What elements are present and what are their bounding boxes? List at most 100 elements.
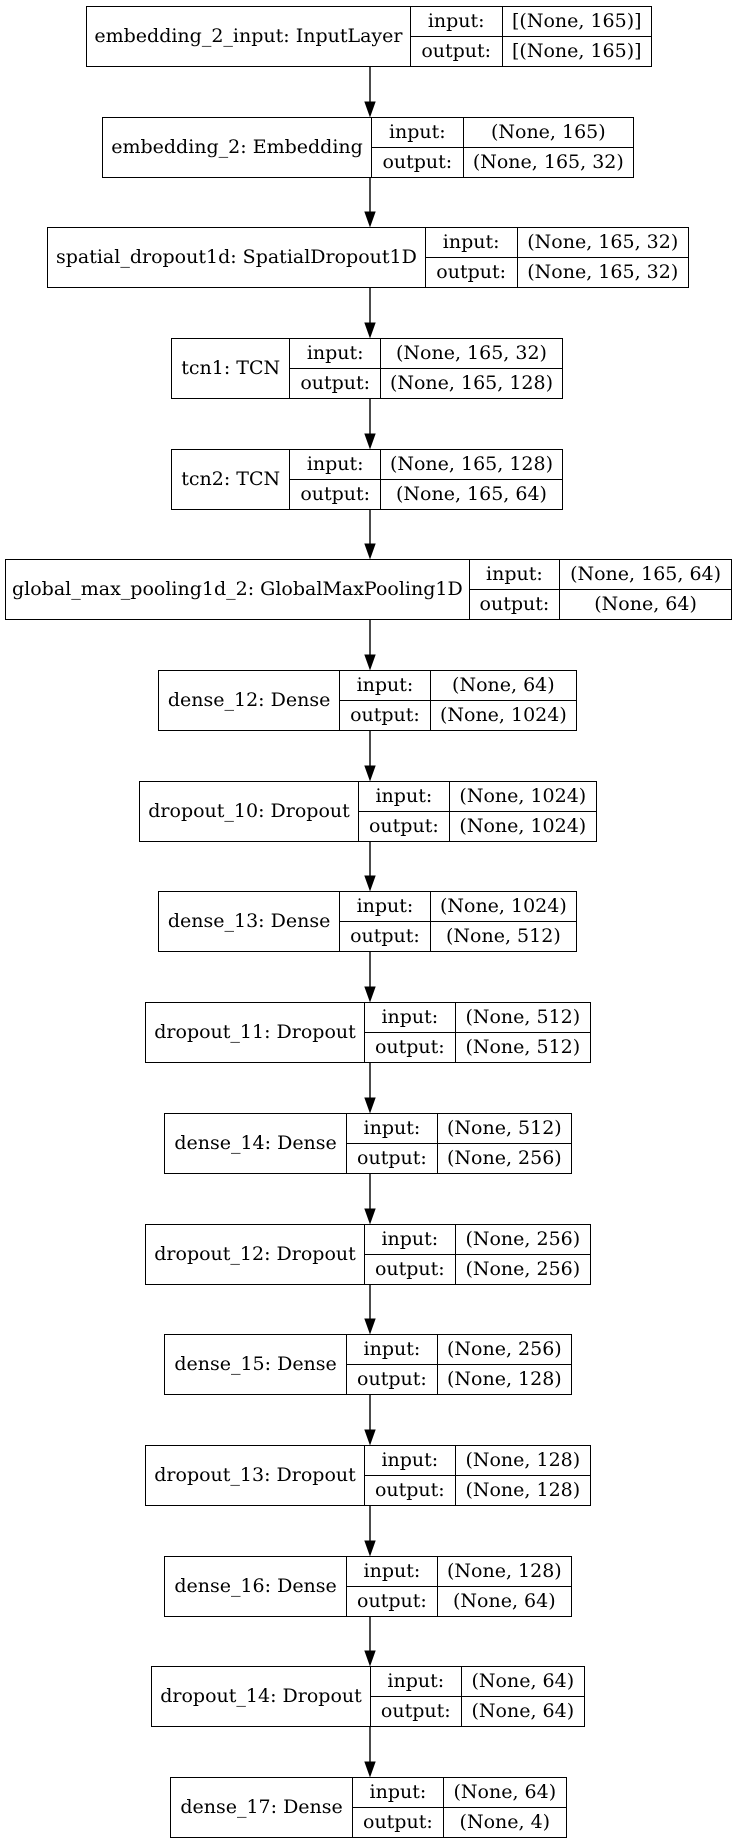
output-shape: (None, 128) (465, 1478, 581, 1501)
io-key-column: input:output: (410, 7, 503, 66)
layer-name: dropout_11: Dropout (146, 1003, 366, 1062)
input-shape: (None, 165, 32) (380, 339, 562, 369)
input-shape: (None, 64) (443, 1778, 566, 1808)
arrowhead-icon (364, 1208, 376, 1225)
arrowhead-icon (364, 433, 376, 450)
output-key: output: (350, 703, 420, 726)
io-value-column: (None, 1024)(None, 512) (430, 892, 577, 951)
layer-name: dense_14: Dense (165, 1114, 348, 1173)
io-value-column: [(None, 165)][(None, 165)] (502, 7, 651, 66)
io-key-column: input:output: (347, 1114, 438, 1173)
io-key-column: input:output: (365, 1003, 456, 1062)
input-shape: (None, 64) (430, 671, 577, 701)
input-key: input: (340, 892, 430, 922)
io-value-column: (None, 165, 64)(None, 64) (560, 560, 731, 619)
io-value-column: (None, 256)(None, 128) (437, 1335, 571, 1394)
input-key: input: (347, 1114, 437, 1144)
input-shape: (None, 128) (455, 1446, 590, 1476)
output-key: output: (380, 1699, 451, 1722)
output-shape: (None, 512) (465, 1035, 581, 1058)
arrowhead-icon (364, 875, 376, 892)
input-shape: (None, 64) (461, 1667, 585, 1697)
output-shape: [(None, 165)] (512, 39, 642, 62)
layer-name: global_max_pooling1d_2: GlobalMaxPooling… (6, 560, 470, 619)
input-shape: (None, 512) (455, 1003, 590, 1033)
input-key: input: (365, 1446, 455, 1476)
layer-name: embedding_2_input: InputLayer (87, 7, 411, 66)
arrowhead-icon (364, 1761, 376, 1778)
input-key: input: (365, 1225, 455, 1255)
output-key: output: (300, 482, 371, 505)
arrowhead-icon (364, 986, 376, 1003)
io-value-column: (None, 165)(None, 165, 32) (463, 118, 633, 177)
io-value-column: (None, 165, 32)(None, 165, 32) (517, 228, 688, 287)
layer-name: dropout_14: Dropout (152, 1667, 372, 1726)
output-key: output: (350, 924, 420, 947)
layer-name: dropout_13: Dropout (146, 1446, 366, 1505)
output-key: output: (374, 1478, 445, 1501)
io-key-column: input:output: (353, 1778, 444, 1837)
input-key: input: (371, 1667, 461, 1697)
io-value-column: (None, 64)(None, 4) (443, 1778, 566, 1837)
io-key-column: input:output: (425, 228, 518, 287)
output-shape: (None, 4) (459, 1810, 551, 1833)
output-shape: (None, 64) (594, 592, 697, 615)
output-shape: (None, 64) (471, 1699, 575, 1722)
io-value-column: (None, 512)(None, 256) (437, 1114, 571, 1173)
input-shape: (None, 256) (455, 1225, 590, 1255)
output-shape: (None, 64) (453, 1589, 556, 1612)
input-shape: (None, 128) (437, 1557, 571, 1587)
layer-name: dense_13: Dense (159, 892, 341, 951)
arrowhead-icon (364, 654, 376, 671)
input-key: input: (425, 228, 517, 258)
output-shape: (None, 256) (465, 1257, 581, 1280)
layer-name: dropout_12: Dropout (146, 1225, 366, 1284)
io-key-column: input:output: (347, 1557, 438, 1616)
arrowhead-icon (364, 1540, 376, 1557)
input-key: input: (372, 118, 463, 148)
arrowhead-icon (364, 1318, 376, 1335)
output-key: output: (357, 1367, 427, 1390)
input-key: input: (347, 1335, 437, 1365)
output-key: output: (300, 371, 371, 394)
io-value-column: (None, 165, 128)(None, 165, 64) (380, 450, 562, 509)
io-key-column: input:output: (290, 339, 381, 398)
input-shape: [(None, 165)] (502, 7, 651, 37)
output-key: output: (363, 1810, 433, 1833)
arrowhead-icon (364, 543, 376, 560)
layer-name: embedding_2: Embedding (103, 118, 372, 177)
input-shape: (None, 165) (463, 118, 633, 148)
input-shape: (None, 1024) (430, 892, 577, 922)
arrowhead-icon (364, 765, 376, 782)
input-shape: (None, 512) (437, 1114, 571, 1144)
layer-name: dense_16: Dense (165, 1557, 348, 1616)
io-value-column: (None, 128)(None, 128) (455, 1446, 590, 1505)
input-shape: (None, 1024) (449, 782, 596, 812)
layer-name: spatial_dropout1d: SpatialDropout1D (48, 228, 426, 287)
input-key: input: (469, 560, 560, 590)
input-shape: (None, 165, 32) (517, 228, 688, 258)
io-value-column: (None, 64)(None, 1024) (430, 671, 577, 730)
input-key: input: (340, 671, 430, 701)
io-key-column: input:output: (372, 118, 464, 177)
input-key: input: (290, 339, 380, 369)
output-key: output: (436, 260, 507, 283)
layer-name: dense_17: Dense (171, 1778, 354, 1837)
output-key: output: (357, 1589, 427, 1612)
arrowhead-icon (364, 101, 376, 118)
output-shape: (None, 1024) (439, 703, 567, 726)
input-shape: (None, 256) (437, 1335, 571, 1365)
io-key-column: input:output: (359, 782, 450, 841)
